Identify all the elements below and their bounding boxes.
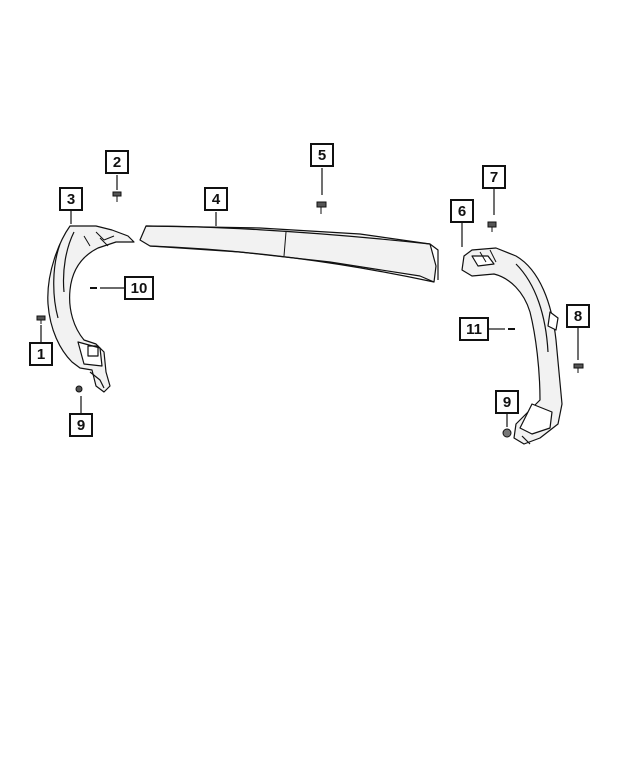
callout-5: 5: [310, 143, 334, 167]
callout-11: 11: [459, 317, 489, 341]
left-pillar-trim: [47, 225, 135, 393]
right-pillar-trim: [461, 247, 563, 445]
callout-8: 8: [566, 304, 590, 328]
callout-1: 1: [29, 342, 53, 366]
clip-icon-7: [487, 221, 497, 232]
callout-9-right: 9: [495, 390, 519, 414]
callout-2: 2: [105, 150, 129, 174]
fasteners: [36, 191, 584, 438]
clip-icon-2: [112, 191, 122, 202]
screw-icon-9b: [502, 428, 512, 438]
callout-7: 7: [482, 165, 506, 189]
clip-icon-1: [36, 315, 46, 324]
callout-10: 10: [124, 276, 154, 300]
callout-4: 4: [204, 187, 228, 211]
clip-icon-8: [573, 363, 584, 373]
callout-3: 3: [59, 187, 83, 211]
callout-6: 6: [450, 199, 474, 223]
screw-icon-9a: [75, 385, 83, 393]
callout-9-left: 9: [69, 413, 93, 437]
clip-icon-5: [316, 201, 327, 214]
leader-lines: [40, 168, 579, 427]
header-garnish: [139, 225, 439, 283]
